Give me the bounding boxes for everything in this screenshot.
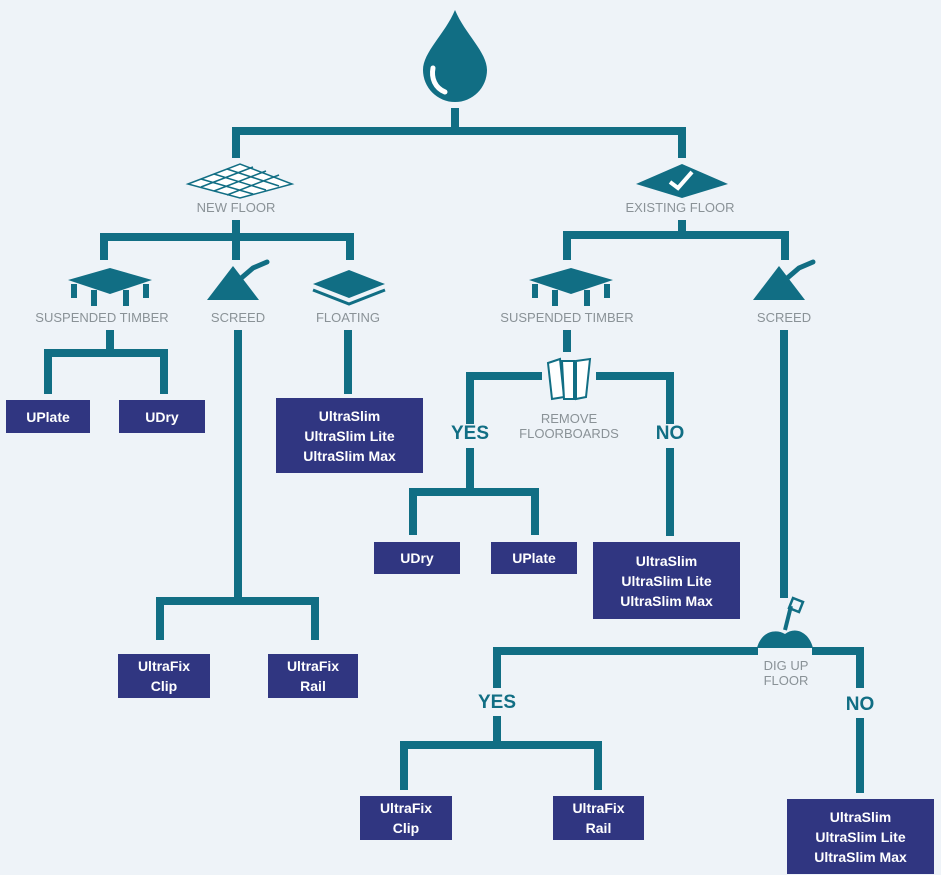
product-ultrafix-rail: UltraFix Rail [553,796,644,840]
connector-dig-left [493,647,758,688]
connector-remove-floorboards [466,372,674,424]
connector-top-split [232,108,686,158]
connector-existing-floor [563,220,789,260]
tile-grid-icon [185,163,295,199]
product-name: Rail [300,678,326,694]
product-name: UltraFix [137,658,191,674]
product-udry: UDry [119,400,205,433]
product-name: UltraSlim [635,552,698,569]
nf-floating-label: FLOATING [315,310,381,325]
product-ultrafix-clip: UltraFix Clip [360,796,452,840]
product-uplate: UPlate [6,400,90,433]
dig-up-floor-label-line2: FLOOR [763,673,809,688]
product-name: UltraSlim Lite [621,572,712,589]
product-ultraslim-range: UltraSlim UltraSlim Lite UltraSlim Max [593,542,740,619]
connector-nf-screed [156,330,319,640]
floorboards-icon [546,357,592,401]
product-uplate: UPlate [491,542,577,574]
trowel-icon [207,259,270,300]
product-name: UDry [400,550,434,566]
floating-board-icon [312,270,386,306]
product-name: UltraFix [572,800,625,816]
remove-floorboards-label-line2: FLOORBOARDS [519,426,619,441]
remove-floorboards-label-line1: REMOVE [540,411,598,426]
product-name: UltraSlim [318,407,381,424]
connector-dig-yes [400,716,602,790]
shovel-icon [757,596,813,648]
existing-floor-label: EXISTING FLOOR [625,200,735,215]
product-name: UltraSlim Max [620,592,713,609]
product-name: UltraSlim [829,808,892,825]
product-ultrafix-clip: UltraFix Clip [118,654,210,698]
product-ultraslim-range: UltraSlim UltraSlim Lite UltraSlim Max [787,799,934,874]
dig-yes-label: YES [477,692,517,713]
checkmark-diamond-icon [636,164,728,198]
water-drop-icon [423,10,487,102]
nf-screed-label: SCREED [210,310,266,325]
nf-suspended-timber-label: SUSPENDED TIMBER [35,310,169,325]
dig-up-floor-label-line1: DIG UP [763,658,809,673]
product-name: UltraSlim Lite [304,427,395,444]
remove-no-label: NO [655,423,685,444]
product-name: UPlate [512,550,556,566]
product-name: UltraSlim Max [303,447,396,464]
timber-joist-icon [68,268,152,306]
product-ultrafix-rail: UltraFix Rail [268,654,358,698]
product-name: UltraFix [379,800,433,816]
ef-screed-label: SCREED [756,310,812,325]
connector-new-floor [100,220,354,260]
product-name: UltraSlim Max [814,848,907,865]
connector-nf-timber [44,330,168,394]
connector-remove-yes [409,448,539,535]
dig-no-label: NO [845,694,875,715]
new-floor-label: NEW FLOOR [196,200,276,215]
product-udry: UDry [374,542,460,574]
remove-yes-label: YES [450,423,490,444]
product-name: Clip [392,820,420,836]
timber-joist-icon [529,268,613,306]
product-name: Rail [585,820,612,836]
product-name: UltraSlim Lite [815,828,906,845]
trowel-icon [753,259,816,300]
product-name: UDry [145,408,179,425]
ef-suspended-timber-label: SUSPENDED TIMBER [500,310,634,325]
product-name: Clip [150,678,178,694]
product-name: UltraFix [286,658,340,674]
product-name: UPlate [26,408,70,425]
product-ultraslim-range: UltraSlim UltraSlim Lite UltraSlim Max [276,398,423,473]
connector-dig-right [812,647,864,688]
